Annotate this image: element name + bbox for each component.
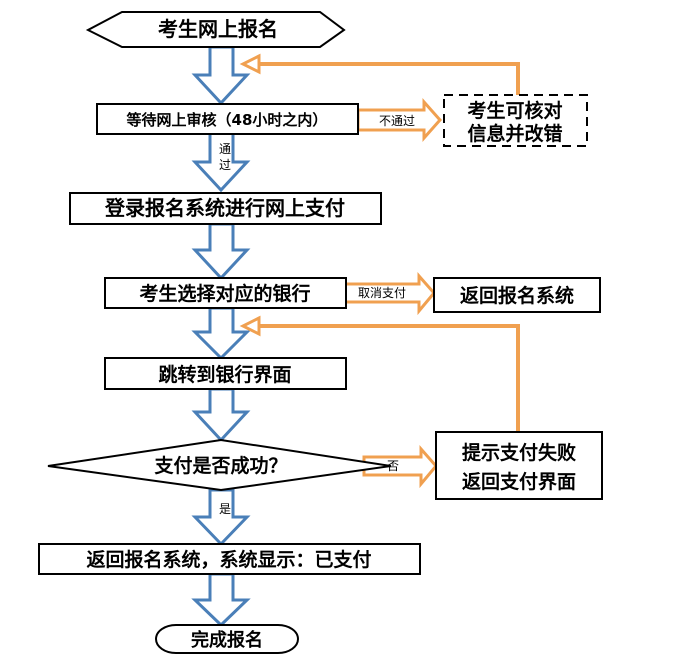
fix-label-line1: 考生可核对 (467, 99, 562, 122)
loop-arrows (256, 62, 520, 432)
review-box (96, 103, 359, 135)
edge-labels: 不通过 通 过 取消支付 否 是 (219, 114, 415, 516)
fix-box (443, 94, 588, 147)
start-hexagon (85, 11, 346, 48)
jump-bank-box (104, 357, 347, 390)
review-label: 等待网上审核（48小时之内） (127, 111, 328, 129)
loop-fix-to-review (256, 62, 520, 95)
select-bank-label: 考生选择对应的银行 (139, 282, 310, 305)
flow-arrow-start-to-review (191, 45, 251, 106)
arrow-no (362, 445, 438, 489)
decision-label: 支付是否成功？ (153, 454, 287, 477)
select-bank-box (104, 277, 347, 309)
flow-arrow-login-to-select (191, 222, 251, 281)
passed-label-2: 过 (219, 158, 231, 172)
back-to-system-box (433, 277, 601, 313)
login-pay-box (69, 192, 382, 225)
cancel-pay-label: 取消支付 (358, 286, 406, 300)
shapes (38, 11, 603, 654)
fail-label-line2: 返回支付界面 (462, 470, 576, 493)
side-arrows (343, 98, 443, 489)
flow-arrow-decision-to-paid (191, 488, 251, 547)
login-pay-label: 登录报名系统进行网上支付 (104, 196, 345, 220)
jump-bank-label: 跳转到银行界面 (158, 363, 291, 386)
back-to-system-label: 返回报名系统 (460, 284, 574, 307)
flow-arrow-paid-to-end (191, 572, 251, 628)
end-label: 完成报名 (191, 629, 263, 651)
flow-arrow-review-to-login (191, 131, 251, 193)
fail-label-line1: 提示支付失败 (462, 441, 576, 464)
loop-arrowhead-review (239, 53, 261, 75)
loop-fail-to-select (256, 324, 520, 432)
start-label: 考生网上报名 (158, 17, 278, 41)
end-terminator (155, 624, 299, 654)
flow-arrow-select-to-jump (191, 306, 251, 361)
not-passed-label: 不通过 (379, 114, 415, 128)
decision-diamond (47, 438, 392, 492)
node-labels: 考生网上报名 等待网上审核（48小时之内） 考生可核对 信息并改错 登录报名系统… (86, 17, 576, 651)
paid-label: 返回报名系统，系统显示：已支付 (86, 548, 371, 571)
passed-label-1: 通 (219, 142, 231, 156)
fix-label-line2: 信息并改错 (467, 122, 562, 145)
arrow-cancel-pay (343, 272, 436, 316)
main-flow-arrows (191, 45, 251, 628)
paid-box (38, 543, 421, 575)
arrow-not-passed (356, 98, 443, 142)
loop-arrowhead-select (239, 315, 261, 337)
yes-label: 是 (219, 502, 231, 516)
fail-box (435, 431, 603, 500)
flow-arrow-jump-to-decision (191, 387, 251, 443)
no-label: 否 (387, 459, 399, 473)
